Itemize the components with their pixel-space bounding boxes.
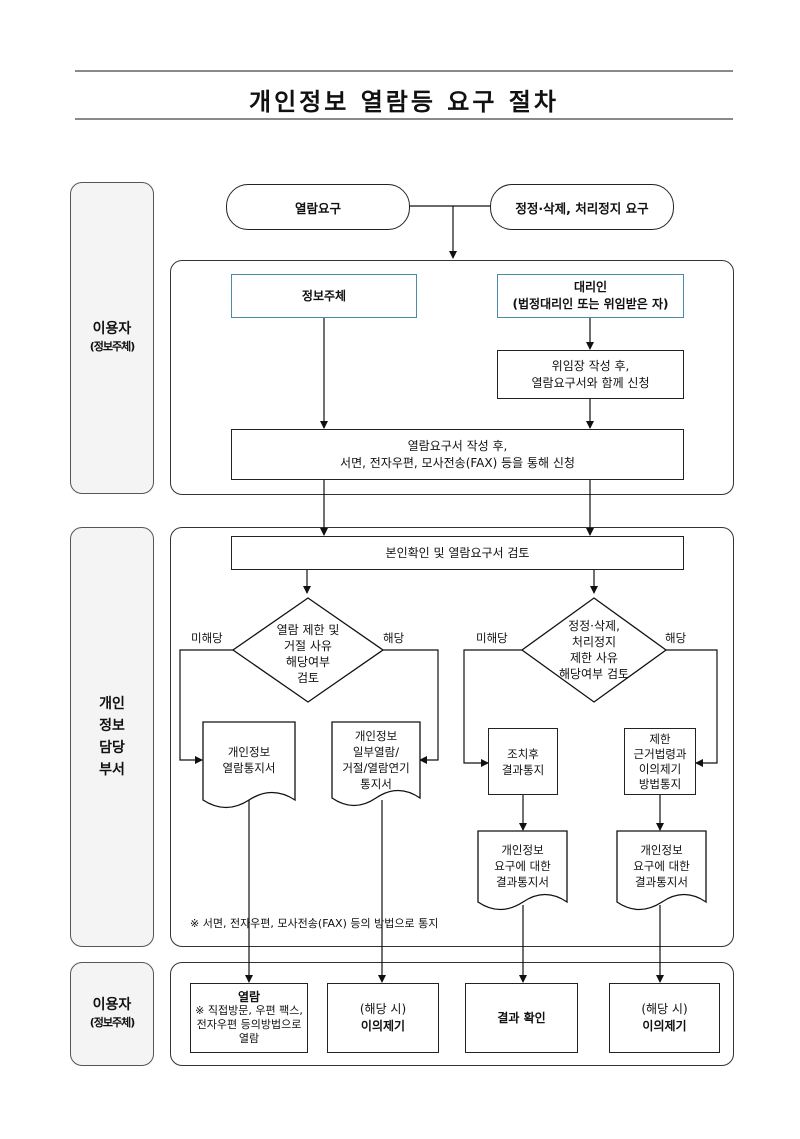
identity-check-box: 본인확인 및 열람요구서 검토 <box>231 536 684 570</box>
doc5-text: 개인정보 요구에 대한 결과통지서 <box>478 842 567 890</box>
doc2-text: 개인정보 일부열람/ 거절/열람연기 통지서 <box>330 728 422 792</box>
box3-line2: 결과통지 <box>501 762 545 777</box>
agent-box: 대리인 (법정대리인 또는 위임받은 자) <box>497 274 684 318</box>
proxy-line2: 열람요구서와 함께 신청 <box>531 375 650 390</box>
proxy-box: 위임장 작성 후, 열람요구서와 함께 신청 <box>497 350 684 399</box>
box4-line1: 제한 <box>649 731 671 746</box>
submit-line1: 열람요구서 작성 후, <box>407 438 508 453</box>
objection2-line2: 이의제기 <box>642 1019 687 1033</box>
objection1-line1: (해당 시) <box>359 1002 407 1016</box>
group-review <box>170 527 734 947</box>
doc2-line3: 거절/열람연기 <box>342 761 410 775</box>
doc5-line1: 개인정보 <box>501 843 544 857</box>
lane-user-top-sublabel: (정보주체) <box>89 340 136 353</box>
submit-line2: 서면, 전자우편, 모사전송(FAX) 등을 통해 신청 <box>340 455 575 470</box>
result-confirm-box: 결과 확인 <box>465 983 578 1053</box>
diamond2-line1: 정정·삭제, <box>568 619 620 633</box>
objection1-line2: 이의제기 <box>360 1019 406 1033</box>
diamond1-line1: 열람 제한 및 <box>276 623 340 637</box>
agent-subtitle: (법정대리인 또는 위임받은 자) <box>512 297 669 311</box>
doc6-line3: 결과통지서 <box>635 875 688 889</box>
d2-not-applicable-label: 미해당 <box>476 631 508 645</box>
diamond1-line4: 검토 <box>296 671 320 685</box>
submit-box: 열람요구서 작성 후, 서면, 전자우편, 모사전송(FAX) 등을 통해 신청 <box>231 429 684 480</box>
doc2-line2: 일부열람/ <box>352 745 400 759</box>
lane-user-bottom-label: 이용자 <box>92 997 132 1013</box>
proxy-line1: 위임장 작성 후, <box>551 358 630 373</box>
lane-user-bottom: 이용자 (정보주체) <box>70 962 154 1066</box>
notice-method-note: ※ 서면, 전자우편, 모사전송(FAX) 등의 방법으로 통지 <box>190 917 439 930</box>
bottom-rule <box>75 118 733 120</box>
diamond1-line2: 거절 사유 <box>284 639 332 653</box>
diamond2-line2: 처리정지 <box>571 635 617 649</box>
box4-line3: 이의제기 <box>638 761 682 776</box>
group-results <box>170 962 734 1066</box>
objection2-line1: (해당 시) <box>641 1002 688 1016</box>
doc5-line3: 결과통지서 <box>496 875 549 889</box>
d2-applicable-label: 해당 <box>665 631 687 645</box>
subject-box: 정보주체 <box>231 274 417 318</box>
lane-dept-line4: 부서 <box>99 762 125 778</box>
view-result-line1: ※ 직접방문, 우편 팩스, <box>195 1004 303 1017</box>
doc5-line2: 요구에 대한 <box>494 859 551 873</box>
doc1-text: 개인정보 열람통지서 <box>203 744 295 776</box>
doc2-line4: 통지서 <box>360 777 392 791</box>
view-result-line2: 전자우편 등의방법으로 <box>196 1018 302 1031</box>
doc2-line1: 개인정보 <box>354 729 398 743</box>
lane-dept-line1: 개인 <box>99 696 125 712</box>
doc6-line2: 요구에 대한 <box>633 859 690 873</box>
doc1-line1: 개인정보 <box>227 745 271 759</box>
agent-title: 대리인 <box>573 280 608 294</box>
page-title: 개인정보 열람등 요구 절차 <box>249 88 559 116</box>
view-result-box: 열람 ※ 직접방문, 우편 팩스, 전자우편 등의방법으로 열람 <box>190 983 308 1053</box>
lane-dept-line2: 정보 <box>99 718 125 734</box>
d1-not-applicable-label: 미해당 <box>191 631 223 645</box>
lane-user-top-label: 이용자 <box>92 321 132 337</box>
diamond2-line4: 해당여부 검토 <box>558 667 630 681</box>
doc6-line1: 개인정보 <box>640 843 683 857</box>
lane-user-bottom-sublabel: (정보주체) <box>89 1016 136 1029</box>
diamond1-line3: 해당여부 <box>285 655 331 669</box>
lane-user-top: 이용자 (정보주체) <box>70 182 154 494</box>
action-result-box: 조치후 결과통지 <box>488 728 558 795</box>
correction-request-terminal: 정정·삭제, 처리정지 요구 <box>490 184 674 230</box>
view-result-title: 열람 <box>237 990 261 1004</box>
doc1-line2: 열람통지서 <box>222 761 276 775</box>
box3-line1: 조치후 <box>507 746 539 761</box>
diamond2-line3: 제한 사유 <box>570 651 618 665</box>
lane-dept: 개인 정보 담당 부서 <box>70 527 154 947</box>
box4-line2: 근거법령과 <box>633 746 687 761</box>
objection-box-1: (해당 시) 이의제기 <box>327 983 439 1053</box>
objection-box-2: (해당 시) 이의제기 <box>609 983 720 1053</box>
group-application <box>170 260 734 495</box>
restriction-notice-box: 제한 근거법령과 이의제기 방법통지 <box>624 728 696 795</box>
lane-dept-line3: 담당 <box>99 740 125 756</box>
top-rule <box>75 70 733 72</box>
view-request-terminal: 열람요구 <box>226 184 410 230</box>
doc6-text: 개인정보 요구에 대한 결과통지서 <box>617 842 706 890</box>
diamond2-label: 정정·삭제, 처리정지 제한 사유 해당여부 검토 <box>534 618 654 682</box>
box4-line4: 방법통지 <box>638 776 682 791</box>
view-result-line3: 열람 <box>238 1032 260 1045</box>
diamond1-label: 열람 제한 및 거절 사유 해당여부 검토 <box>248 622 368 686</box>
d1-applicable-label: 해당 <box>383 631 405 645</box>
